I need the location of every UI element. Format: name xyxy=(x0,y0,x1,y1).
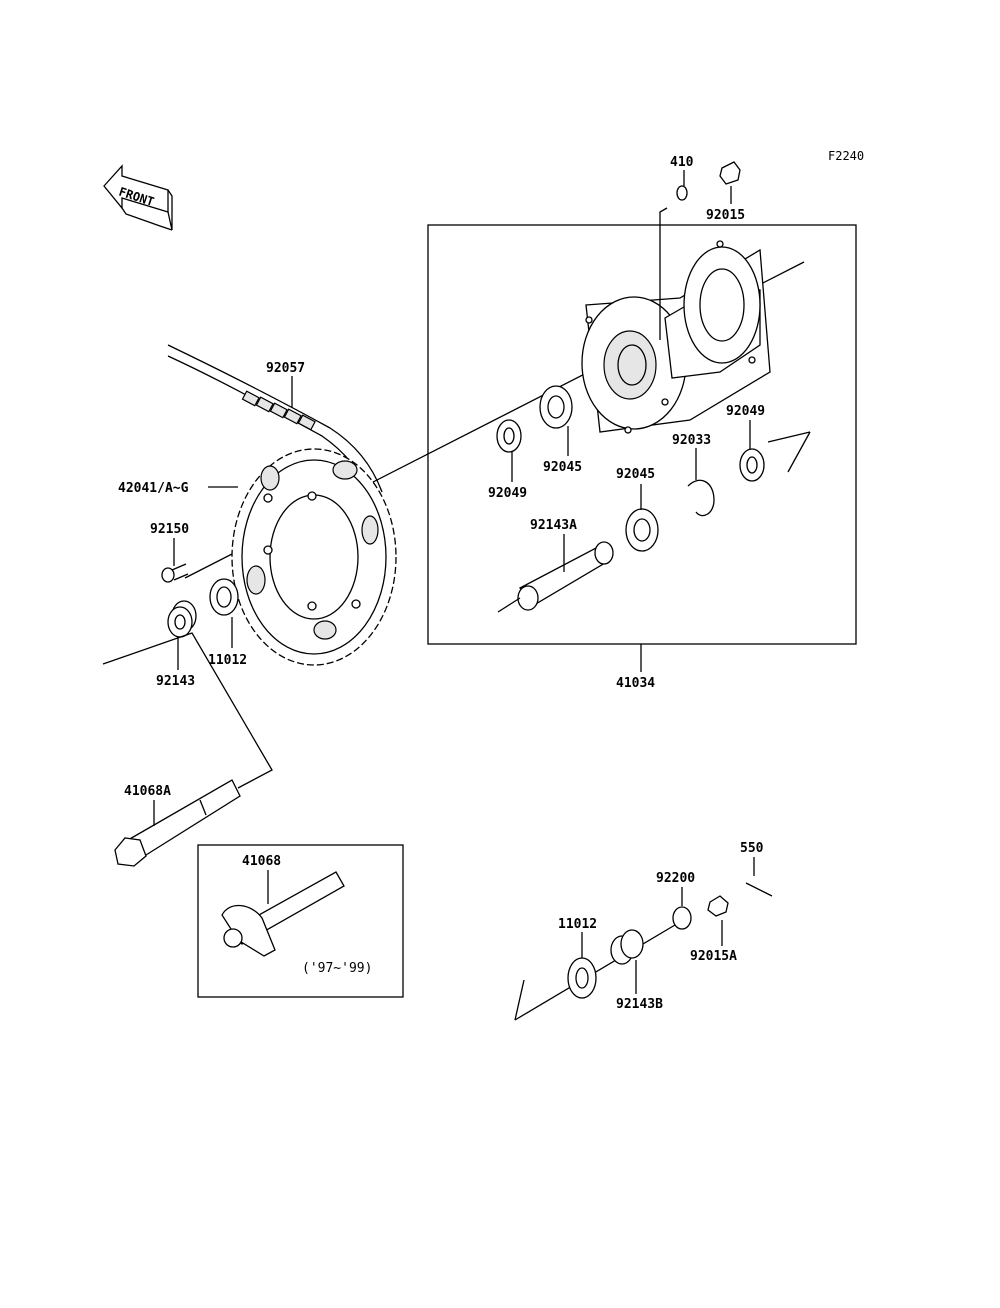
sprocket-bolt-92150 xyxy=(161,563,189,583)
nut-92015A xyxy=(707,895,729,917)
hub-assembly-box xyxy=(427,224,857,645)
year-variant-box xyxy=(197,844,404,998)
seal-92049-left xyxy=(496,419,522,453)
axle-41068A xyxy=(102,632,273,867)
nut-92015 xyxy=(719,161,741,185)
collar-92143 xyxy=(167,600,197,638)
label-92045-lower: 92045 xyxy=(616,467,655,482)
circlip-92033 xyxy=(687,479,715,517)
rear-sprocket xyxy=(231,448,397,666)
label-92033: 92033 xyxy=(672,433,711,448)
spacer-92143A xyxy=(497,541,614,613)
rear-hub xyxy=(581,240,771,434)
label-41068: 41068 xyxy=(242,854,281,869)
label-92049-right: 92049 xyxy=(726,404,765,419)
axle-41068 xyxy=(221,871,345,957)
label-92143B: 92143B xyxy=(616,997,663,1012)
label-41034: 41034 xyxy=(616,676,655,691)
figure-code: F2240 xyxy=(828,149,864,163)
label-11012-right: 11012 xyxy=(558,917,597,932)
label-11012: 11012 xyxy=(208,653,247,668)
label-92049-left: 92049 xyxy=(488,486,527,501)
washer-11012-right xyxy=(567,957,597,999)
washer-410 xyxy=(676,185,688,201)
label-92057: 92057 xyxy=(266,361,305,376)
label-92143A: 92143A xyxy=(530,518,577,533)
seal-92049-right xyxy=(739,448,765,482)
leader-lines xyxy=(153,170,755,994)
bearing-92045-upper xyxy=(539,385,573,429)
bearing-92045-lower xyxy=(625,508,659,552)
drive-chain xyxy=(167,344,383,496)
label-92045-upper: 92045 xyxy=(543,460,582,475)
washer-92200 xyxy=(672,906,692,930)
cotter-pin-550 xyxy=(745,882,773,897)
washer-11012 xyxy=(209,578,239,616)
label-92143: 92143 xyxy=(156,674,195,689)
label-410: 410 xyxy=(670,155,694,170)
front-direction-arrow: FRONT xyxy=(103,164,173,231)
label-42041: 42041/A~G xyxy=(118,481,189,496)
label-92015: 92015 xyxy=(706,208,745,223)
label-41068A: 41068A xyxy=(124,784,171,799)
collar-92143B xyxy=(610,929,644,965)
year-note: ('97~'99) xyxy=(302,961,372,976)
label-92150: 92150 xyxy=(150,522,189,537)
label-550: 550 xyxy=(740,841,764,856)
label-92015A: 92015A xyxy=(690,949,737,964)
label-92200: 92200 xyxy=(656,871,695,886)
